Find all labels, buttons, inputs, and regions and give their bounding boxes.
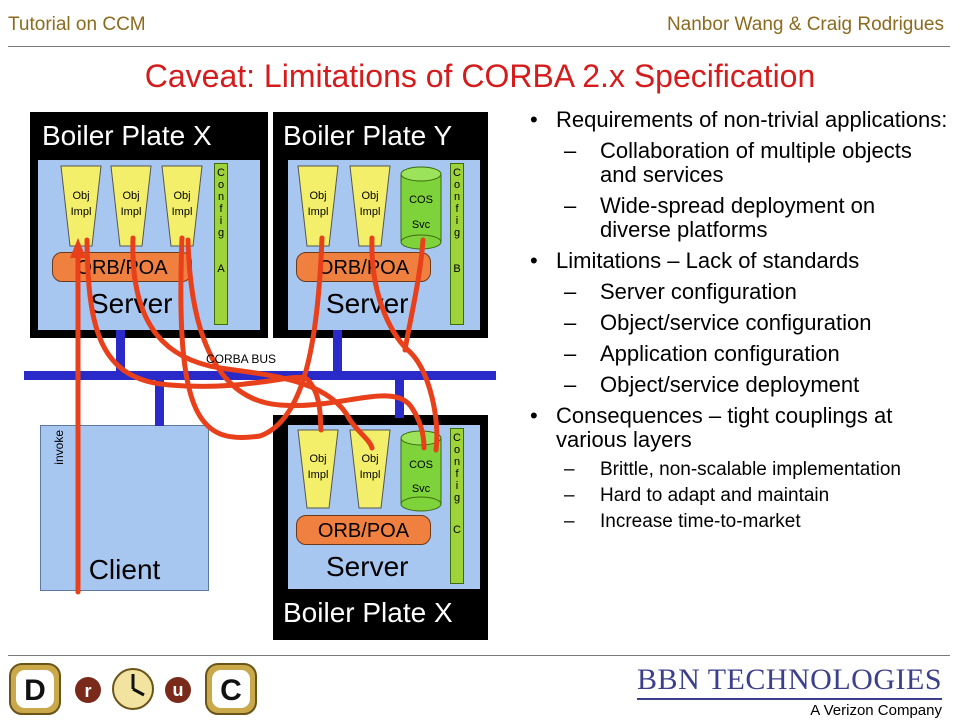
- wire-x3-cos: [185, 237, 427, 451]
- wires: [75, 235, 440, 595]
- bullet-collaboration: –Collaboration of multiple objects and s…: [564, 138, 912, 187]
- svg-text:D: D: [24, 674, 46, 707]
- svg-text:Impl: Impl: [121, 206, 142, 218]
- footer-rule: [8, 655, 950, 656]
- svg-text:Svc: Svc: [412, 483, 431, 495]
- obj-impl-y1: Obj Impl: [297, 165, 339, 247]
- header-rule: [8, 46, 950, 47]
- server-c-label: Server: [326, 551, 409, 582]
- bullet-deployment: –Wide-spread deployment on diverse platf…: [564, 193, 876, 242]
- svg-text:Impl: Impl: [308, 206, 329, 218]
- cos-svc-y: COS Svc: [400, 166, 442, 250]
- bullet-server-config: –Server configuration: [564, 279, 797, 304]
- bus-stub-x: [116, 330, 125, 374]
- bbn-logo: BBN TECHNOLOGIES A Verizon Company: [637, 663, 942, 719]
- bullet-consequences: •Consequences – tight couplings at vario…: [530, 403, 893, 452]
- invoke-label: invoke: [52, 430, 66, 465]
- bullet-limitations: •Limitations – Lack of standards: [530, 248, 860, 273]
- svg-text:COS: COS: [409, 194, 433, 206]
- client-box: Client: [40, 425, 209, 591]
- bbn-logo-text: BBN TECHNOLOGIES: [637, 663, 942, 696]
- bullet-object-config: –Object/service configuration: [564, 310, 872, 335]
- invoke-arrowhead: [70, 238, 86, 258]
- bus-stub-y: [333, 330, 342, 374]
- doc-group-logo: D r u C: [9, 663, 257, 715]
- header-left: Tutorial on CCM: [8, 14, 146, 35]
- bbn-logo-sub: A Verizon Company: [810, 702, 942, 719]
- client-label: Client: [88, 554, 161, 585]
- svg-text:Obj: Obj: [72, 190, 89, 202]
- svg-text:Impl: Impl: [360, 206, 381, 218]
- bullet-hard-adapt: –Hard to adapt and maintain: [564, 485, 830, 506]
- bbn-logo-rule: [637, 698, 942, 700]
- svg-text:u: u: [173, 680, 184, 700]
- svg-text:COS: COS: [409, 459, 433, 471]
- svg-text:Obj: Obj: [361, 453, 378, 465]
- bullet-app-config: –Application configuration: [564, 341, 840, 366]
- slide-title: Caveat: Limitations of CORBA 2.x Specifi…: [144, 58, 816, 94]
- wire-x2-c2: [130, 235, 375, 451]
- bullet-object-deploy: –Object/service deployment: [564, 372, 860, 397]
- svg-text:Obj: Obj: [173, 190, 190, 202]
- boiler-plate-y-label: Boiler Plate Y: [283, 120, 453, 151]
- orb-poa-c: ORB/POA: [296, 515, 431, 545]
- boiler-plate-x-top-label: Boiler Plate X: [42, 120, 212, 151]
- bullet-time-to-market: –Increase time-to-market: [564, 511, 801, 532]
- corba-bus-label: CORBA BUS: [206, 352, 277, 366]
- bullet-brittle: –Brittle, non-scalable implementation: [564, 459, 901, 480]
- bullet-list: •Requirements of non-trivial application…: [520, 108, 950, 537]
- svg-text:Obj: Obj: [122, 190, 139, 202]
- wire-y2-cos: [369, 235, 440, 453]
- svg-text:Impl: Impl: [308, 469, 329, 481]
- svg-text:Obj: Obj: [309, 190, 326, 202]
- obj-impl-c2: Obj Impl: [349, 429, 391, 509]
- svg-text:Impl: Impl: [71, 206, 92, 218]
- svg-text:C: C: [220, 674, 242, 707]
- obj-impl-c1: Obj Impl: [297, 429, 339, 509]
- svg-text:Impl: Impl: [172, 206, 193, 218]
- obj-impl-x1: Obj Impl: [60, 165, 102, 247]
- server-y-label: Server: [326, 288, 409, 319]
- svg-text:Impl: Impl: [360, 469, 381, 481]
- bus-stub-client: [155, 378, 164, 426]
- header-right: Nanbor Wang & Craig Rodrigues: [666, 14, 944, 35]
- wire-cos-y: [402, 237, 426, 353]
- svg-text:Svc: Svc: [412, 219, 431, 231]
- svg-text:Obj: Obj: [361, 190, 378, 202]
- obj-impl-x2: Obj Impl: [110, 165, 152, 247]
- bullet-requirements: •Requirements of non-trivial application…: [530, 107, 948, 132]
- orb-poa-x: ORB/POA: [52, 252, 192, 282]
- wire-x3-y1: [178, 235, 325, 441]
- obj-impl-y2: Obj Impl: [349, 165, 391, 247]
- boiler-plate-x-bottom-label: Boiler Plate X: [283, 597, 453, 628]
- svg-text:Obj: Obj: [309, 453, 326, 465]
- server-x-label: Server: [90, 288, 173, 319]
- svg-text:r: r: [84, 681, 91, 701]
- wire-x1-c1: [84, 237, 324, 433]
- obj-impl-x3: Obj Impl: [161, 165, 203, 247]
